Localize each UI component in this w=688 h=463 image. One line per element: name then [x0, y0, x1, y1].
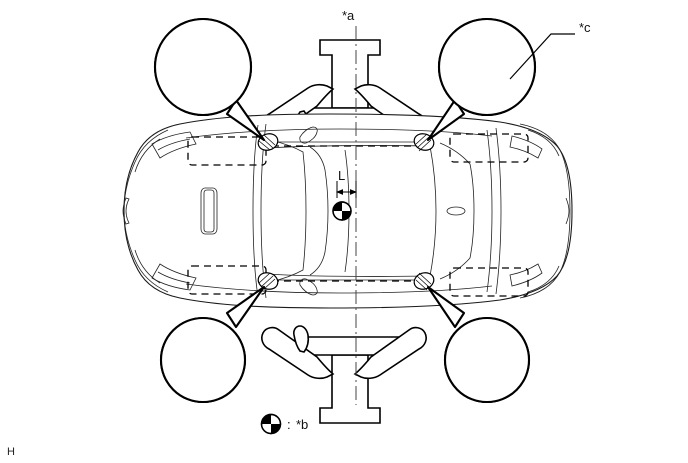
center-of-gravity-symbol [332, 201, 352, 221]
legend-cg-icon [260, 413, 282, 435]
no-lift-zone-front-left [187, 136, 267, 166]
lift-point-rear-right [413, 272, 435, 291]
corner-mark: H [7, 446, 15, 458]
no-lift-zone-front-right [449, 133, 529, 163]
no-lift-zone-rear-right [449, 267, 529, 297]
lift-attachment-label: *c [579, 20, 591, 35]
dimension-L [336, 181, 357, 198]
lift-arms-rear [261, 325, 427, 380]
dashed-zone-group [187, 133, 529, 297]
centerline-label: *a [342, 8, 355, 23]
legend: : *b [260, 413, 308, 435]
callout-front-left-lift-pad [153, 17, 266, 142]
callout-front-right-lift-pad [426, 17, 537, 142]
lift-point-rear-left [257, 272, 279, 290]
legend-cg-label: *b [296, 417, 308, 432]
callout-rear-right-lift-pad [426, 285, 531, 404]
dimension-L-label: L [338, 168, 345, 183]
legend-separator: : [287, 417, 291, 432]
callout-rear-left-lift-pad [159, 285, 266, 404]
leader-line-c [509, 33, 575, 80]
lift-contact-pads [257, 133, 435, 291]
